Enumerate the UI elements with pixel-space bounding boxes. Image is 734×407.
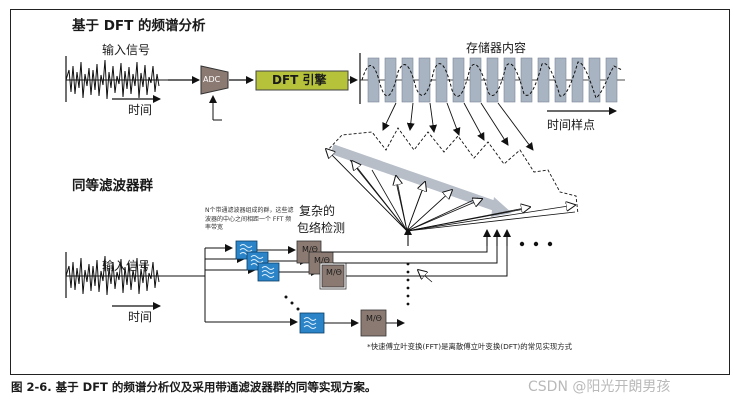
detector-label-1: M/Θ xyxy=(302,245,318,254)
fan-arrowheads xyxy=(326,149,575,232)
top-time-label: 时间 xyxy=(128,103,153,117)
bottom-title: 同等滤波器群 xyxy=(72,178,153,194)
figure-caption: 图 2-6. 基于 DFT 的频谱分析仪及采用带通滤波器群的同等实现方案。 xyxy=(11,380,377,394)
detector-outputs xyxy=(321,246,508,327)
ellipsis-dots xyxy=(284,241,553,311)
adc-label: ADC xyxy=(203,75,221,84)
fft-note: *快速傅立叶变换(FFT)是离散傅立叶变换(DFT)的常见实现方式 xyxy=(367,342,573,351)
bottom-input-label: 输入信号 xyxy=(102,259,151,273)
detector-label-3: M/Θ xyxy=(326,268,342,277)
memory-readout-arrows xyxy=(382,102,534,151)
detector-label-2: M/Θ xyxy=(314,256,330,265)
bottom-time-label: 时间 xyxy=(128,310,153,324)
detect-label-1: 复杂的 xyxy=(299,204,336,218)
adc-block xyxy=(200,65,229,95)
memory-cells xyxy=(367,57,618,103)
sample-label: 时间样点 xyxy=(547,118,596,132)
watermark: CSDN @阳光开朗男孩 xyxy=(528,379,671,395)
splitter-lines xyxy=(172,244,298,326)
spectrum-dashed-path xyxy=(325,127,579,215)
bottom-input-waveform xyxy=(65,252,172,298)
engine-label: DFT 引擎 xyxy=(272,73,327,87)
output-up-arrows xyxy=(404,227,511,246)
detector-label-4: M/Θ xyxy=(366,314,382,323)
top-title: 基于 DFT 的频谱分析 xyxy=(72,18,206,34)
figure-frame xyxy=(10,9,730,375)
grey-band xyxy=(330,144,500,212)
memory-label: 存储器内容 xyxy=(466,41,527,55)
detect-label-2: 包络检测 xyxy=(297,221,346,235)
bandpass-filters xyxy=(235,240,325,334)
top-input-label: 输入信号 xyxy=(102,43,151,57)
bank-note: N个带通滤波器组成的群，这些滤波器的中心之间相距一个 FFT 频率带宽 xyxy=(205,207,294,232)
top-input-waveform xyxy=(65,56,175,102)
